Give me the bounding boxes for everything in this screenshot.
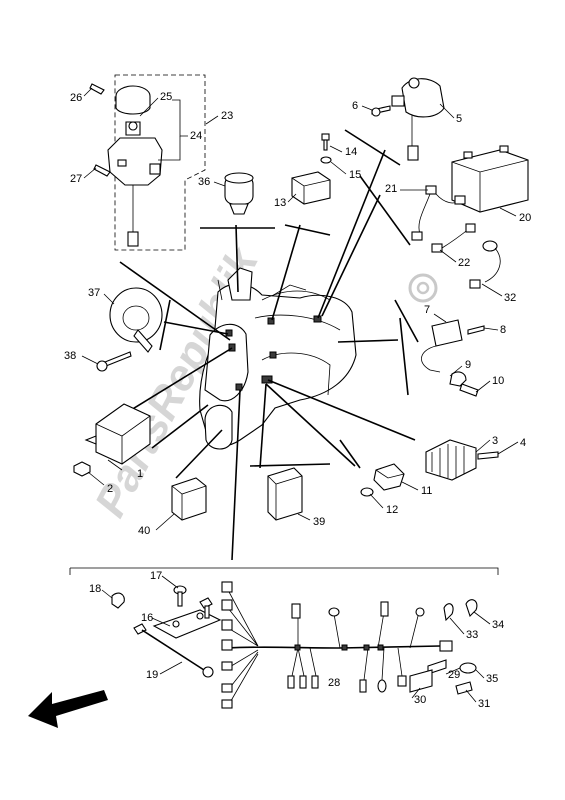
part-label-11: 11 — [421, 485, 432, 497]
ignition-coil-7 — [421, 319, 479, 397]
part-label-15: 15 — [349, 169, 361, 181]
part-label-40: 40 — [138, 525, 150, 537]
part-label-22: 22 — [458, 257, 470, 269]
bolt-14 — [321, 133, 330, 151]
gear-watermark-icon — [408, 273, 438, 303]
part-label-12: 12 — [386, 504, 398, 516]
part-label-13: 13 — [274, 197, 286, 209]
washer-15 — [320, 156, 332, 164]
horn-37 — [109, 287, 163, 353]
part-label-37: 37 — [88, 287, 100, 299]
part-label-8: 8 — [500, 324, 506, 336]
bolt-8 — [467, 325, 485, 335]
part-label-1: 1 — [137, 468, 143, 480]
part-label-5: 5 — [456, 113, 462, 125]
bolt-17 — [173, 585, 213, 619]
part-label-14: 14 — [345, 146, 357, 158]
part-label-6: 6 — [352, 100, 358, 112]
part-label-17: 17 — [150, 570, 162, 582]
part-label-16: 16 — [141, 612, 153, 624]
starter-relay-5 — [391, 77, 445, 161]
part-label-24: 24 — [190, 130, 202, 142]
part-label-27: 27 — [70, 173, 82, 185]
label-ticks — [81, 87, 519, 703]
ground-lead-19 — [133, 623, 214, 678]
part-label-18: 18 — [89, 583, 101, 595]
brake-switch-11 — [373, 463, 405, 491]
leader-lines — [117, 129, 419, 561]
part-label-33: 33 — [466, 629, 478, 641]
bands-33-34 — [443, 599, 478, 622]
part-label-2: 2 — [107, 483, 113, 495]
battery-20 — [451, 145, 529, 213]
sub-harness-32 — [469, 240, 501, 289]
sub-harness-22 — [431, 223, 476, 253]
part-label-38: 38 — [64, 350, 76, 362]
part-label-28: 28 — [328, 677, 340, 689]
part-label-7: 7 — [424, 304, 430, 316]
relay-13 — [291, 171, 331, 205]
sub-harness-21 — [411, 185, 466, 241]
key-switch-assembly — [89, 74, 206, 251]
part-label-32: 32 — [504, 292, 516, 304]
screw-38 — [96, 351, 132, 372]
part-label-23: 23 — [221, 110, 233, 122]
clamp-18 — [111, 592, 125, 609]
part-label-19: 19 — [146, 669, 158, 681]
wire-harness-28 — [69, 567, 499, 709]
bolt-4 — [477, 451, 499, 460]
part-label-35: 35 — [486, 673, 498, 685]
part-label-4: 4 — [520, 437, 526, 449]
rectifier-3 — [425, 439, 477, 481]
part-label-26: 26 — [70, 92, 82, 104]
front-direction-arrow-icon — [28, 690, 108, 728]
part-label-20: 20 — [519, 212, 531, 224]
part-label-34: 34 — [492, 619, 504, 631]
cdi-unit-1 — [84, 403, 151, 465]
relay-40 — [171, 477, 207, 521]
part-label-39: 39 — [313, 516, 325, 528]
bracket-16 — [152, 609, 222, 639]
part-label-36: 36 — [198, 176, 210, 188]
part-label-9: 9 — [465, 359, 471, 371]
relay-36 — [224, 172, 254, 215]
part-labels: 1 2 3 4 5 6 7 8 9 10 11 12 13 14 15 16 1… — [64, 91, 531, 710]
part-label-30: 30 — [414, 694, 426, 706]
part-label-21: 21 — [385, 183, 397, 195]
bolt-6 — [371, 105, 391, 117]
part-label-25: 25 — [160, 91, 172, 103]
part-label-3: 3 — [492, 435, 498, 447]
part-label-10: 10 — [492, 375, 504, 387]
part-label-31: 31 — [478, 698, 490, 710]
nut-2 — [73, 461, 91, 477]
small-parts-29-31 — [409, 659, 477, 695]
flasher-39 — [267, 467, 303, 521]
